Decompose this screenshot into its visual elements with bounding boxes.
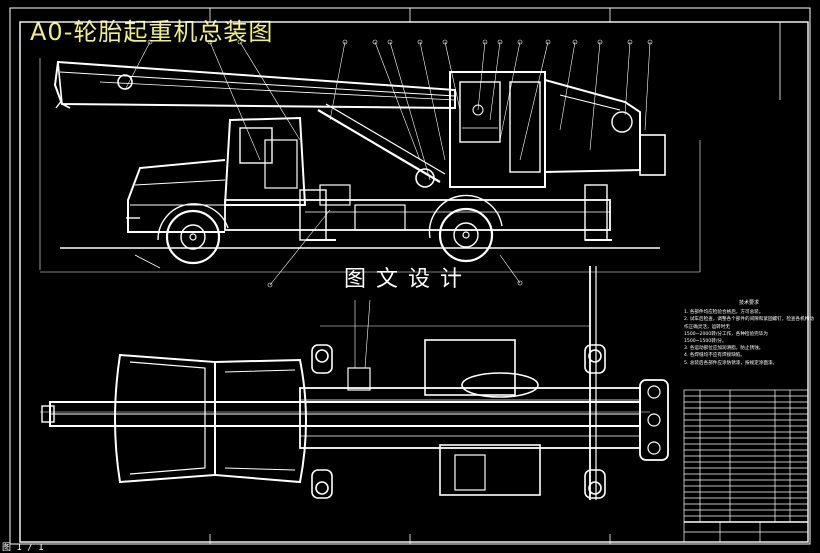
notes-line: 4. 各焊缝均不应有焊接缺陷。	[684, 353, 745, 359]
notes-line: 3. 各运动部位应加润滑脂，防止锈蚀。	[684, 346, 764, 352]
notes-line: 5. 总装后各部件应涂防锈漆，按规定涂面漆。	[684, 360, 778, 366]
notes-line: 1. 各部件均应检验合格后，方可总装。	[684, 310, 764, 316]
notes-line: 1500~1500转/分。	[684, 339, 727, 345]
parts-list-table	[683, 389, 809, 543]
watermark-text: 图文设计	[344, 267, 473, 292]
side-wheels	[157, 194, 503, 265]
technical-requirements: 技术要求 1. 各部件均应检验合格后，方可总装。 2. 试车后检查，调整各个部件…	[684, 300, 814, 367]
notes-title: 技术要求	[738, 300, 759, 306]
notes-line: 1500~2000转/分工作，各种检验完毕为	[684, 331, 768, 337]
status-text: 图 1 / 1	[2, 543, 44, 553]
inner-frame	[19, 21, 809, 543]
side-view-crane	[39, 39, 701, 288]
frame-scale-marks	[209, 8, 611, 544]
plan-view-crane	[40, 266, 669, 500]
notes-line: 2. 试车后检查，调整各个部件的间隙和紧固螺钉，检查各机构动作正确灵活，运转时无	[684, 317, 814, 330]
